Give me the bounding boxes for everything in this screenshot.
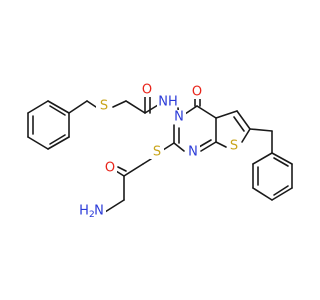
amine-group: H 2 N bbox=[78, 203, 106, 220]
bond bbox=[241, 128, 251, 143]
bond bbox=[215, 141, 227, 148]
bond bbox=[142, 158, 152, 165]
amine-n: N bbox=[94, 204, 104, 219]
bond bbox=[47, 136, 70, 150]
oxygen-atom-carboxamide: O bbox=[105, 161, 115, 176]
bond bbox=[271, 152, 293, 165]
sulfur-atom-thioether: S bbox=[153, 145, 161, 160]
oxygen-atom-ring: O bbox=[192, 85, 202, 100]
bond bbox=[200, 141, 217, 152]
nh-group: NH bbox=[158, 95, 178, 110]
nitrogen-atom-ring-1: N bbox=[188, 145, 198, 160]
bond bbox=[86, 100, 97, 108]
bond-inner bbox=[273, 157, 289, 167]
bond bbox=[115, 170, 125, 177]
bond bbox=[173, 142, 185, 152]
bond bbox=[215, 110, 238, 119]
bond bbox=[47, 100, 70, 114]
bond bbox=[68, 100, 88, 114]
bond bbox=[27, 136, 49, 150]
bond-inner bbox=[198, 139, 212, 148]
bond bbox=[112, 100, 127, 108]
bond bbox=[104, 199, 125, 213]
bond bbox=[252, 152, 273, 165]
molecule-structure: S NH O O N N S S O H 2 N bbox=[27, 83, 293, 220]
amine-h: H bbox=[79, 204, 89, 219]
bond bbox=[236, 110, 251, 130]
amine-subscript: 2 bbox=[89, 210, 95, 220]
bond bbox=[196, 105, 217, 119]
sulfur-atom-thiophene: S bbox=[230, 139, 238, 154]
bond bbox=[117, 166, 127, 172]
bond-inner bbox=[49, 105, 66, 116]
bond-inner bbox=[273, 185, 289, 196]
bond bbox=[27, 100, 49, 114]
oxygen-atom-amide: O bbox=[142, 83, 152, 98]
bond bbox=[252, 187, 273, 201]
bond bbox=[123, 163, 144, 177]
bond bbox=[271, 187, 293, 201]
nitrogen-atom-ring-3: N bbox=[174, 110, 184, 125]
bond bbox=[125, 100, 146, 114]
bond-inner bbox=[49, 134, 66, 145]
bond-inner bbox=[233, 116, 245, 132]
bond bbox=[249, 128, 273, 132]
bond bbox=[162, 142, 175, 151]
sulfur-atom-left: S bbox=[100, 99, 108, 114]
bond bbox=[144, 104, 159, 114]
atom-labels: S NH O O N N S S O H 2 N bbox=[78, 83, 241, 220]
